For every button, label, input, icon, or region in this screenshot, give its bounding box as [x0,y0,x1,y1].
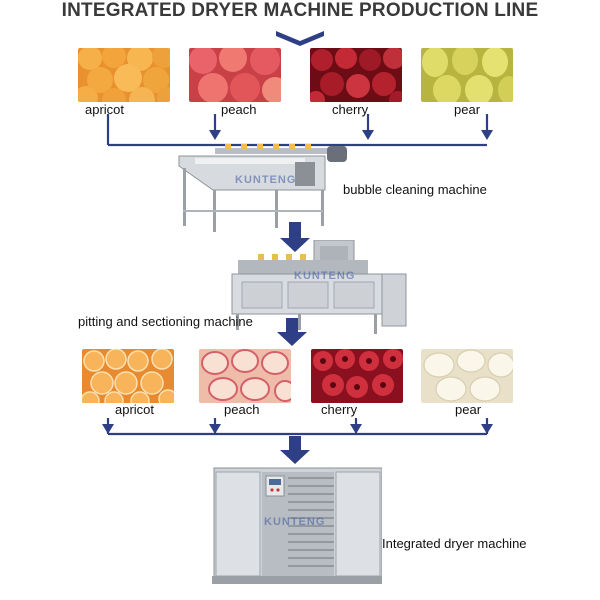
peach-slices-photo [199,349,291,403]
fruit-label-cherry: cherry [321,402,358,417]
fruit-label-apricot: apricot [85,102,125,117]
watermark-text: KUNTENG [264,516,326,528]
fruit-label-pear: pear [454,102,481,117]
row2-arrowheads [102,424,493,434]
row2-connectors [106,418,489,436]
arrow-down-icon [280,436,310,464]
machine-label-integrated-dryer: Integrated dryer machine [382,536,527,551]
watermark-text: KUNTENG [235,174,297,186]
row1-arrowheads [209,130,493,140]
machine-label-pitting-sectioning: pitting and sectioning machine [78,314,253,329]
pitting-sectioning-machine-icon: KUNTENG [228,239,408,338]
machine-label-bubble-cleaning: bubble cleaning machine [343,182,487,197]
cherry-photo [310,48,402,102]
fruit-label-pear: pear [455,402,482,417]
bubble-cleaning-machine-icon: KUNTENG [175,140,355,236]
apricot-photo [78,48,170,102]
peach-photo [189,48,281,102]
pear-slices-photo [421,349,513,403]
integrated-dryer-machine-icon: KUNTENG [210,466,384,586]
apricot-slices-photo [82,349,174,403]
page-title: INTEGRATED DRYER MACHINE PRODUCTION LINE [61,0,539,21]
pear-photo [421,48,513,102]
fruit-label-peach: peach [221,102,257,117]
watermark-text: KUNTENG [294,270,356,282]
cherry-pitted-photo [311,349,403,403]
fruit-label-apricot: apricot [115,402,155,417]
title-chevron-icon [276,31,324,46]
fruit-label-peach: peach [224,402,260,417]
fruit-label-cherry: cherry [332,102,369,117]
